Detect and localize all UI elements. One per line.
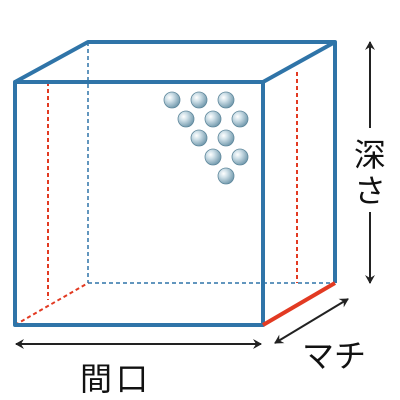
gusset-arrow [274,298,349,344]
ball [231,148,249,166]
depth-label-top: 深 [354,136,386,174]
front-face [13,80,265,327]
ball [217,91,235,109]
ball [190,129,208,147]
ball [204,148,222,166]
gusset-label: マチ [302,337,366,375]
left-bottom-red-diagonal [14,282,89,326]
box-outline [13,40,337,327]
ball [231,110,249,128]
ball [190,91,208,109]
depth-label-bottom: さ [354,172,386,210]
top-face [14,40,337,84]
ball-cluster [163,91,249,185]
ball [217,129,235,147]
bottom-right-red-edge [261,281,337,327]
ball [177,110,195,128]
width-label: 間口 [80,360,152,398]
ball [204,110,222,128]
ball [217,167,235,185]
hidden-red-edges [14,72,298,326]
ball [163,91,181,109]
hidden-edges [87,42,335,284]
